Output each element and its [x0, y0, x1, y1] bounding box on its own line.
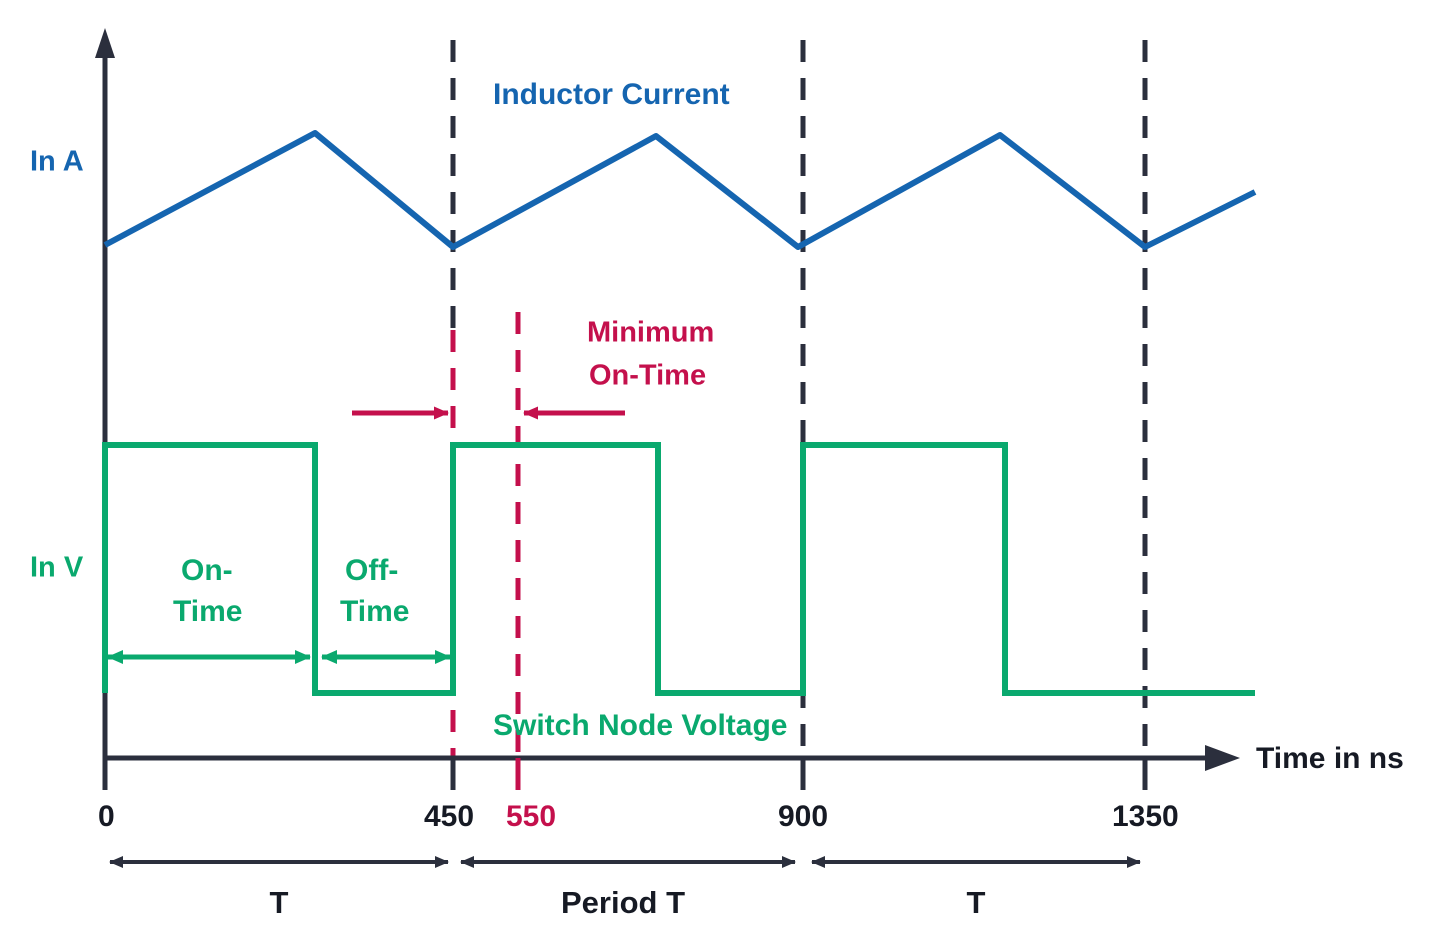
inductor-current-label: Inductor Current	[493, 78, 730, 111]
period-label-first-T: T	[270, 885, 289, 920]
x-axis-arrowhead	[1205, 745, 1240, 771]
switch-node-voltage-label: Switch Node Voltage	[493, 709, 787, 742]
off-time-label-line1: Off-	[345, 554, 398, 587]
y-axis-voltage-label: In V	[30, 552, 84, 584]
x-tick-label-450: 450	[424, 800, 474, 833]
inductor-current-waveform	[103, 130, 1257, 250]
x-tick-label-1350: 1350	[1112, 800, 1179, 833]
on-time-label-line1: On-	[181, 554, 233, 587]
period-label-last-T: T	[967, 885, 986, 920]
x-axis	[102, 745, 1240, 790]
x-tick-label-550: 550	[506, 800, 556, 833]
x-tick-label-0: 0	[98, 800, 115, 833]
y-axis-current-label: In A	[30, 146, 84, 178]
switch-node-voltage-waveform	[102, 442, 1255, 696]
y-axis-arrowhead	[95, 28, 115, 58]
minimum-on-time-label-line1: Minimum	[587, 317, 714, 349]
on-time-label-line2: Time	[173, 595, 242, 628]
x-tick-label-900: 900	[778, 800, 828, 833]
x-axis-title: Time in ns	[1256, 742, 1404, 775]
off-time-label-line2: Time	[340, 595, 409, 628]
period-label-period-T: Period T	[561, 885, 685, 920]
minimum-on-time-label-line2: On-Time	[589, 360, 706, 392]
